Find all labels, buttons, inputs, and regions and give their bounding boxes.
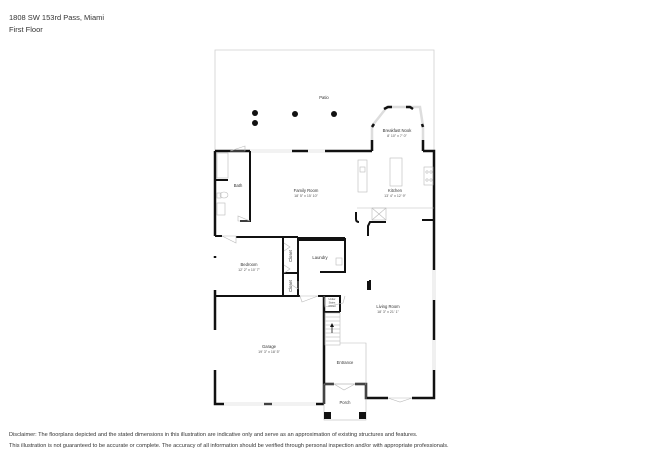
room-label-bedroom: Bedroom [241, 262, 259, 267]
room-dims-kitchen: 13' 4" x 12' 9" [384, 194, 406, 198]
windows [213, 258, 436, 370]
window-lines [224, 149, 436, 406]
room-dims-bedroom: 12' 2" x 10' 7" [238, 268, 260, 272]
laundry-sink [335, 257, 343, 266]
room-label-kitchen: Kitchen [388, 188, 403, 193]
room-dims-family-room: 18' 5" x 15' 10" [294, 194, 318, 198]
room-label-breakfast-nook: Breakfast Nook [383, 128, 413, 133]
under-stairs-label-3: Closet [328, 304, 336, 308]
patio-columns [252, 110, 337, 126]
disclaimer-line-2: This illustration is not guaranteed to b… [9, 443, 449, 449]
room-label-porch: Porch [340, 400, 352, 405]
patio-outline [214, 49, 435, 151]
under-stairs-label-2: Stairs [329, 301, 336, 305]
porch [323, 383, 367, 421]
room-label-laundry: Laundry [312, 255, 328, 260]
property-address: 1808 SW 153rd Pass, Miami [9, 13, 105, 22]
room-label-patio: Patio [319, 95, 329, 100]
bath-fixtures [216, 152, 229, 216]
room-label-closet-1: Closet [288, 249, 293, 262]
floor-label: First Floor [9, 25, 43, 34]
room-label-living-room: Living Room [376, 304, 400, 309]
room-label-closet-2: Closet [288, 279, 293, 292]
stairs [324, 312, 367, 384]
stairs-arrow-icon [330, 323, 334, 333]
room-label-bath: Bath [234, 183, 243, 188]
kitchen-fixtures [357, 157, 434, 221]
kitchen-column [355, 212, 371, 290]
interior-walls [215, 151, 434, 313]
room-dims-living-room: 18' 3" x 21' 1" [377, 310, 399, 314]
room-dims-breakfast-nook: 8' 10" x 7' 0" [387, 134, 407, 138]
laundry-wall-thick [298, 237, 345, 241]
room-dims-garage: 19' 3" x 18' 5" [258, 350, 280, 354]
room-label-garage: Garage [262, 344, 277, 349]
room-label-family-room: Family Room [294, 188, 319, 193]
disclaimer-line-1: Disclaimer: The floorplans depicted and … [9, 432, 418, 438]
breakfast-nook-bay [370, 105, 425, 151]
under-stairs-label-1: Under [328, 297, 335, 301]
room-label-entrance: Entrance [337, 360, 354, 365]
